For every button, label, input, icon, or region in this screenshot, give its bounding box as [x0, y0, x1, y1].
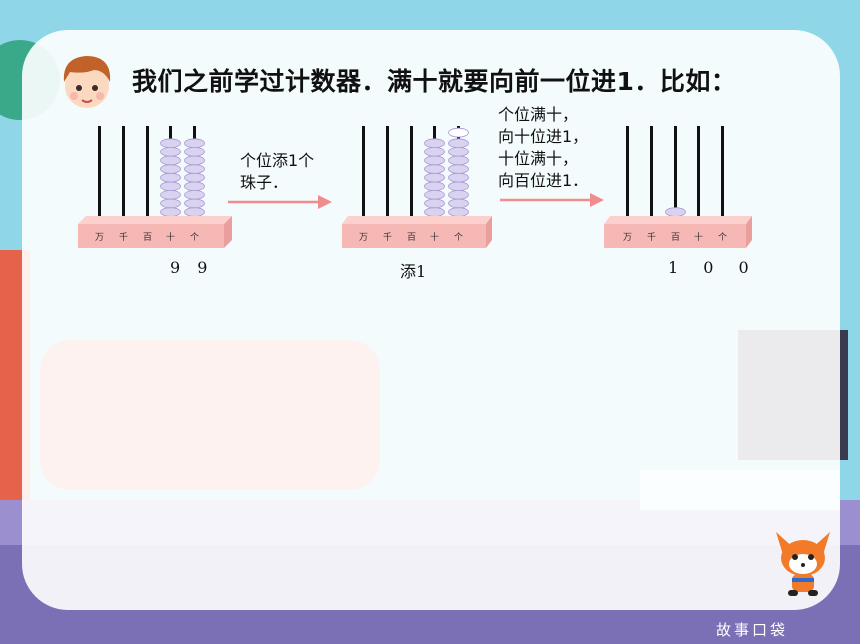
- bead: [424, 164, 445, 174]
- bead: [448, 155, 469, 166]
- brand-watermark: 故事口袋: [716, 621, 789, 639]
- bead: [424, 181, 445, 191]
- place-label: 个: [718, 232, 727, 243]
- bead: [424, 155, 445, 166]
- bead: [160, 172, 181, 183]
- added-bead: [448, 127, 469, 138]
- bead: [160, 138, 181, 149]
- place-label: 百: [407, 232, 416, 243]
- bead: [160, 198, 181, 209]
- place-label: 十: [694, 231, 703, 243]
- bead: [160, 164, 181, 174]
- content-card: [22, 30, 840, 610]
- bead: [184, 190, 205, 200]
- step1-note-line2: 珠子．: [240, 173, 289, 192]
- abacus-rods: [98, 126, 196, 224]
- boy-avatar-icon: [63, 56, 111, 108]
- abacus-base: [78, 216, 232, 248]
- step1-note-line1: 个位添1个: [240, 151, 315, 170]
- place-label: 十: [430, 231, 439, 243]
- bead: [448, 172, 469, 183]
- abacus-base: [604, 216, 752, 248]
- abacus-rods: [626, 126, 724, 224]
- bead: [184, 172, 205, 183]
- place-label: 万: [95, 233, 104, 243]
- abacus-place-labels: 万千百十个: [359, 231, 463, 243]
- bead: [184, 181, 205, 191]
- place-label: 千: [119, 232, 128, 243]
- place-label: 万: [359, 233, 368, 243]
- step2-note-line3: 十位满十，: [498, 149, 579, 168]
- bead: [184, 207, 205, 217]
- abacus-100: 万千百十个: [604, 126, 752, 248]
- bead: [184, 146, 205, 157]
- arrow-right-icon: [228, 195, 332, 209]
- bead: [160, 190, 181, 200]
- bead: [424, 138, 445, 149]
- bead: [448, 190, 469, 200]
- place-label: 百: [671, 232, 680, 243]
- place-label: 个: [190, 232, 199, 243]
- step1-number: 9 9: [170, 258, 214, 277]
- step2-label: 添1: [400, 262, 427, 281]
- step2-note-line2: 向十位进1，: [498, 127, 589, 146]
- abacus-beads: [160, 138, 205, 217]
- place-label: 千: [647, 232, 656, 243]
- bead: [448, 146, 469, 157]
- bead: [448, 138, 469, 149]
- bead: [424, 207, 445, 217]
- bead: [184, 138, 205, 149]
- abacus-place-labels: 万千百十个: [623, 231, 727, 243]
- abacus-beads: [424, 127, 469, 217]
- bead: [665, 207, 686, 217]
- bead: [160, 155, 181, 166]
- abacus-place-labels: 万千百十个: [95, 231, 199, 243]
- place-label: 千: [383, 232, 392, 243]
- bead: [184, 164, 205, 174]
- abacus-rods: [362, 126, 460, 224]
- bead: [448, 181, 469, 191]
- bead: [160, 181, 181, 191]
- place-label: 万: [623, 233, 632, 243]
- abacus-beads: [665, 207, 686, 217]
- bead: [424, 190, 445, 200]
- arrow-right-icon: [500, 193, 604, 207]
- bead: [424, 198, 445, 209]
- bead: [448, 198, 469, 209]
- abacus-base: [342, 216, 492, 248]
- bead: [448, 164, 469, 174]
- step2-note: 个位满十， 向十位进1， 十位满十， 向百位进1．: [498, 104, 588, 192]
- bead: [184, 155, 205, 166]
- abacus-99: 万千百十个: [78, 126, 232, 248]
- bead: [184, 198, 205, 209]
- bead: [424, 172, 445, 183]
- page-title: 我们之前学过计数器．满十就要向前一位进1．比如：: [132, 67, 737, 96]
- fox-mascot-icon: [776, 532, 830, 596]
- place-label: 个: [454, 232, 463, 243]
- step1-note: 个位添1个 珠子．: [240, 150, 314, 194]
- bead: [424, 146, 445, 157]
- place-label: 十: [166, 231, 175, 243]
- place-label: 百: [143, 232, 152, 243]
- step2-note-line1: 个位满十，: [498, 105, 579, 124]
- step2-note-line4: 向百位进1．: [498, 171, 589, 190]
- bead: [160, 146, 181, 157]
- bead: [448, 207, 469, 217]
- bead: [160, 207, 181, 217]
- step3-number: 1 0 0: [668, 258, 759, 277]
- abacus-add-one: 万千百十个: [342, 126, 492, 248]
